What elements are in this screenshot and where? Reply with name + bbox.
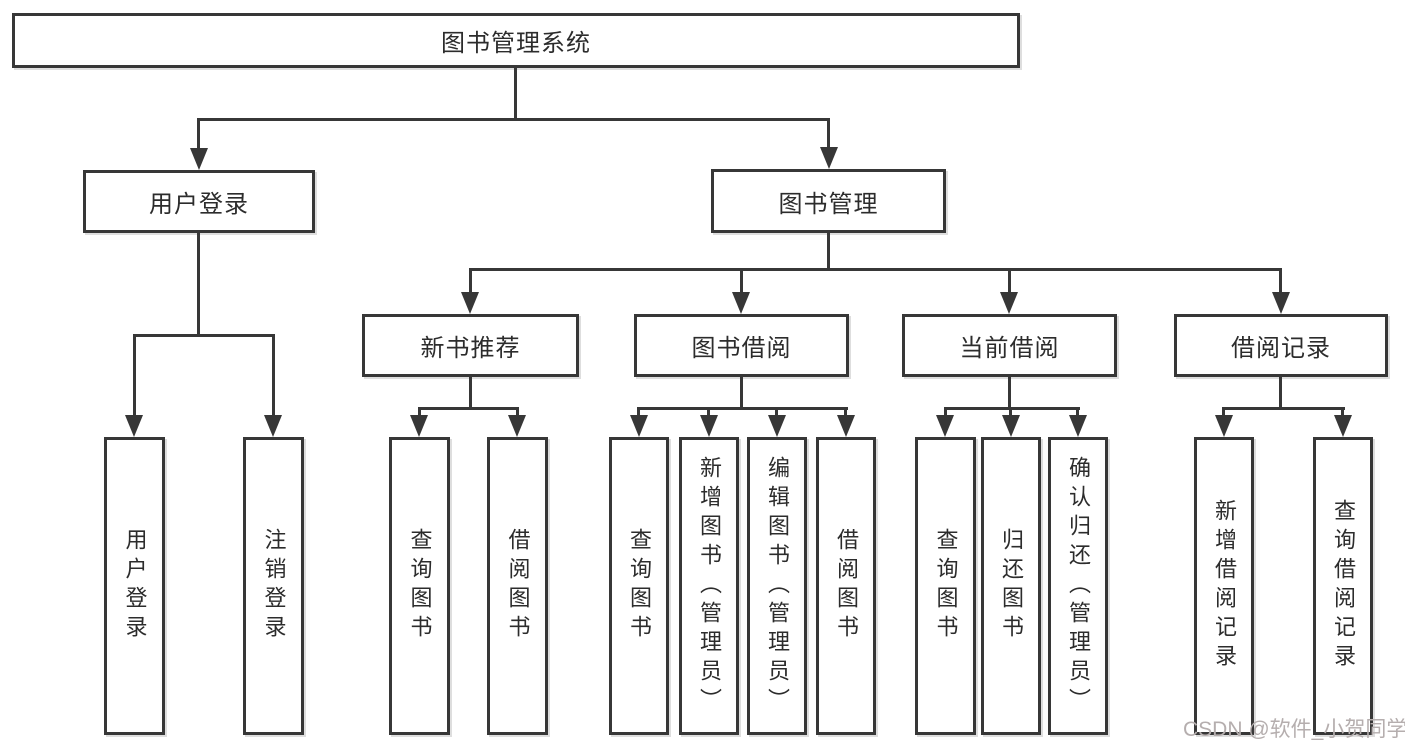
- edge-stem-l4-borrow-book-2: [844, 407, 847, 415]
- edge-stem-l4-add-book: [707, 407, 710, 415]
- arrowhead-l4-query-book-3: [936, 415, 954, 437]
- node-l4-return-book: 归还图书: [981, 437, 1041, 735]
- edge-stem-borrow-record: [1279, 268, 1282, 292]
- edge-book-borrow-trunk: [740, 377, 743, 410]
- node-new-book-recommendation: 新书推荐: [362, 314, 579, 377]
- arrowhead-borrow-record: [1272, 292, 1290, 314]
- edge-current-borrow-bracket: [944, 407, 1080, 410]
- edge-borrow-record-trunk: [1279, 377, 1282, 410]
- edge-stem-user-login: [197, 118, 200, 148]
- node-l4-query-book-1: 查询图书: [389, 437, 450, 735]
- node-book-borrowing: 图书借阅: [634, 314, 849, 377]
- node-l4-query-book-3: 查询图书: [915, 437, 976, 735]
- edge-user-login-bracket: [133, 334, 275, 337]
- edge-user-login-trunk: [197, 233, 200, 337]
- edge-book-mgmt-bracket: [469, 268, 1282, 271]
- node-l4-query-book-2: 查询图书: [609, 437, 669, 735]
- node-l4-add-borrow-record: 新增借阅记录: [1194, 437, 1254, 735]
- edge-root-trunk: [514, 68, 517, 120]
- edge-stem-l4-query-book-2: [637, 407, 640, 415]
- edge-stem-l4-edit-book: [775, 407, 778, 415]
- node-l4-confirm-return-admin: 确认归还（管理员）: [1048, 437, 1108, 735]
- node-l4-borrow-book-2: 借阅图书: [816, 437, 876, 735]
- node-user-login: 用户登录: [83, 170, 315, 233]
- edge-stem-l4-confirm-return: [1076, 407, 1079, 415]
- arrowhead-l4-user-login: [125, 415, 143, 437]
- edge-new-book-rec-trunk: [469, 377, 472, 410]
- node-book-management: 图书管理: [711, 169, 946, 233]
- arrowhead-book-borrow: [732, 292, 750, 314]
- edge-stem-l4-query-book-3: [944, 407, 947, 415]
- node-current-borrowing: 当前借阅: [902, 314, 1117, 377]
- csdn-watermark: CSDN @软件_小贺同学: [1183, 718, 1405, 741]
- edge-stem-current-borrow: [1008, 268, 1011, 292]
- arrowhead-l4-borrow-book-2: [837, 415, 855, 437]
- edge-stem-l4-add-borrow-record: [1222, 407, 1225, 415]
- arrowhead-l4-query-book-1: [410, 415, 428, 437]
- arrowhead-l4-borrow-book-1: [508, 415, 526, 437]
- node-l4-logout: 注销登录: [243, 437, 304, 735]
- edge-book-borrow-bracket: [637, 407, 848, 410]
- edge-stem-l4-return-book: [1009, 407, 1012, 415]
- edge-stem-l4-query-borrow-record: [1341, 407, 1344, 415]
- node-library-management-system: 图书管理系统: [12, 13, 1020, 68]
- edge-stem-book-borrow: [740, 268, 743, 292]
- arrowhead-l4-query-book-2: [630, 415, 648, 437]
- edge-stem-l4-borrow-book-1: [516, 407, 519, 415]
- arrowhead-book-mgmt: [820, 147, 838, 169]
- edge-book-mgmt-trunk: [827, 233, 830, 270]
- edge-stem-l4-query-book-1: [418, 407, 421, 415]
- arrowhead-l4-query-borrow-record: [1334, 415, 1352, 437]
- node-l4-user-login: 用户登录: [104, 437, 165, 735]
- arrowhead-current-borrow: [1000, 292, 1018, 314]
- node-l4-query-borrow-record: 查询借阅记录: [1313, 437, 1373, 735]
- node-l4-borrow-book-1: 借阅图书: [487, 437, 548, 735]
- arrowhead-l4-edit-book: [768, 415, 786, 437]
- edge-stem-book-mgmt: [827, 118, 830, 147]
- arrowhead-l4-add-book: [700, 415, 718, 437]
- arrowhead-l4-logout: [264, 415, 282, 437]
- node-l4-edit-book-admin: 编辑图书（管理员）: [747, 437, 807, 735]
- arrowhead-l4-return-book: [1002, 415, 1020, 437]
- arrowhead-l4-confirm-return: [1069, 415, 1087, 437]
- edge-borrow-record-bracket: [1222, 407, 1345, 410]
- node-borrowing-records: 借阅记录: [1174, 314, 1388, 377]
- edge-root-bracket: [197, 118, 830, 121]
- arrowhead-new-book-rec: [461, 292, 479, 314]
- arrowhead-l4-add-borrow-record: [1215, 415, 1233, 437]
- edge-stem-new-book-rec: [469, 268, 472, 292]
- arrowhead-user-login: [190, 148, 208, 170]
- edge-stem-l4-user-login: [133, 334, 136, 415]
- edge-current-borrow-trunk: [1008, 377, 1011, 410]
- node-l4-add-book-admin: 新增图书（管理员）: [679, 437, 739, 735]
- edge-stem-l4-logout: [272, 334, 275, 415]
- edge-new-book-rec-bracket: [418, 407, 519, 410]
